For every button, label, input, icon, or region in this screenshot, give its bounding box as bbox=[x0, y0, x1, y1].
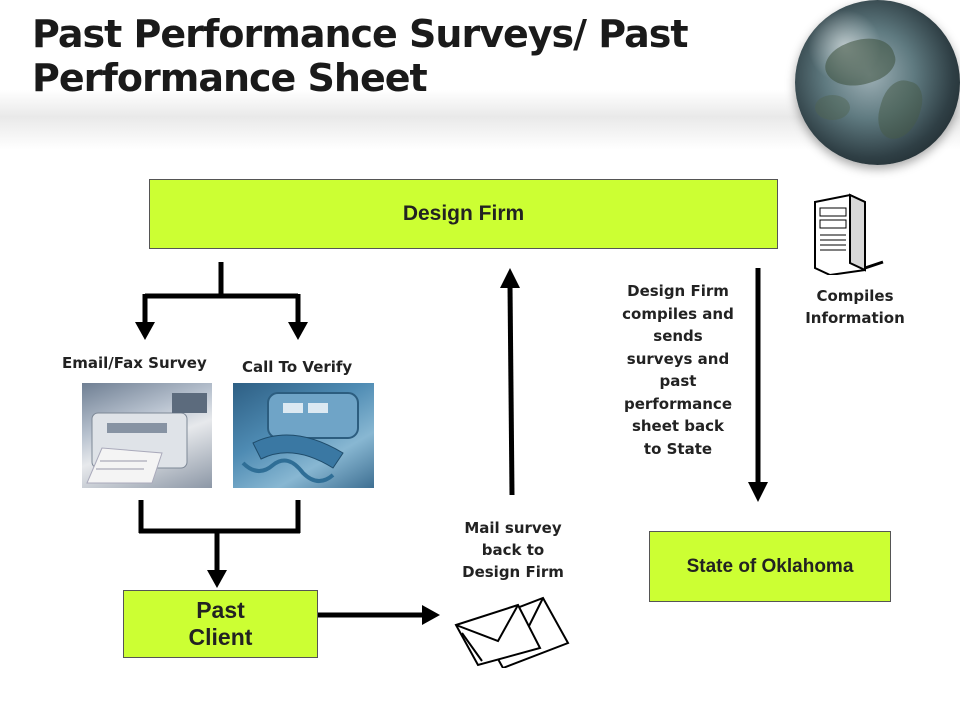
state-of-oklahoma-node: State of Oklahoma bbox=[649, 531, 891, 602]
fax-machine-photo bbox=[82, 383, 212, 488]
server-icon bbox=[805, 190, 885, 277]
client-to-mail-arrow bbox=[318, 605, 440, 625]
split-connector bbox=[135, 262, 308, 340]
globe-image bbox=[795, 0, 960, 165]
firm-to-state-arrow bbox=[748, 268, 768, 502]
envelope-icon bbox=[448, 583, 578, 670]
compiles-information-label: Compiles Information bbox=[805, 287, 905, 327]
compiles-sends-label: Design Firm compiles and sends surveys a… bbox=[622, 282, 734, 458]
email-fax-label: Email/Fax Survey bbox=[62, 354, 207, 372]
design-firm-node: Design Firm bbox=[149, 179, 778, 249]
call-verify-label: Call To Verify bbox=[242, 358, 353, 376]
merge-connector bbox=[138, 500, 301, 588]
telephone-photo bbox=[233, 383, 374, 488]
mail-to-firm-arrow bbox=[500, 268, 520, 496]
past-client-label: Past Client bbox=[188, 597, 253, 650]
slide-title: Past Performance Surveys/ Past Performan… bbox=[32, 12, 689, 100]
mail-survey-label: Mail survey back to Design Firm bbox=[462, 519, 564, 581]
past-client-node: Past Client bbox=[123, 590, 318, 658]
